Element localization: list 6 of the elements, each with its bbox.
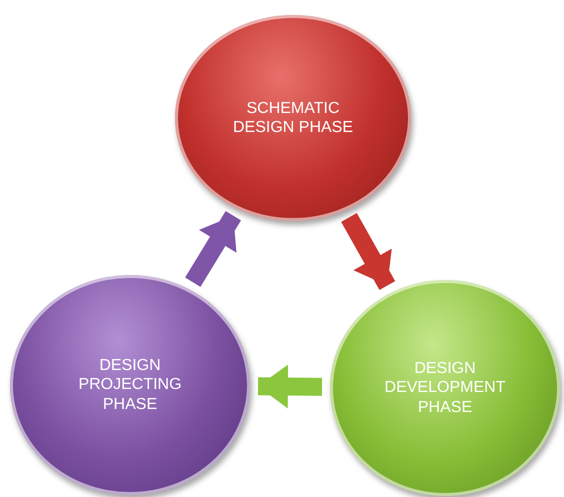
phase-label: DESIGN PROJECTING PHASE [77, 356, 183, 414]
phase-label: SCHEMATIC DESIGN PHASE [232, 98, 354, 138]
phase-label: DESIGN DEVELOPMENT PHASE [384, 359, 506, 417]
block-arrow [258, 364, 322, 408]
block-arrow [185, 211, 242, 287]
block-arrow [341, 213, 396, 290]
